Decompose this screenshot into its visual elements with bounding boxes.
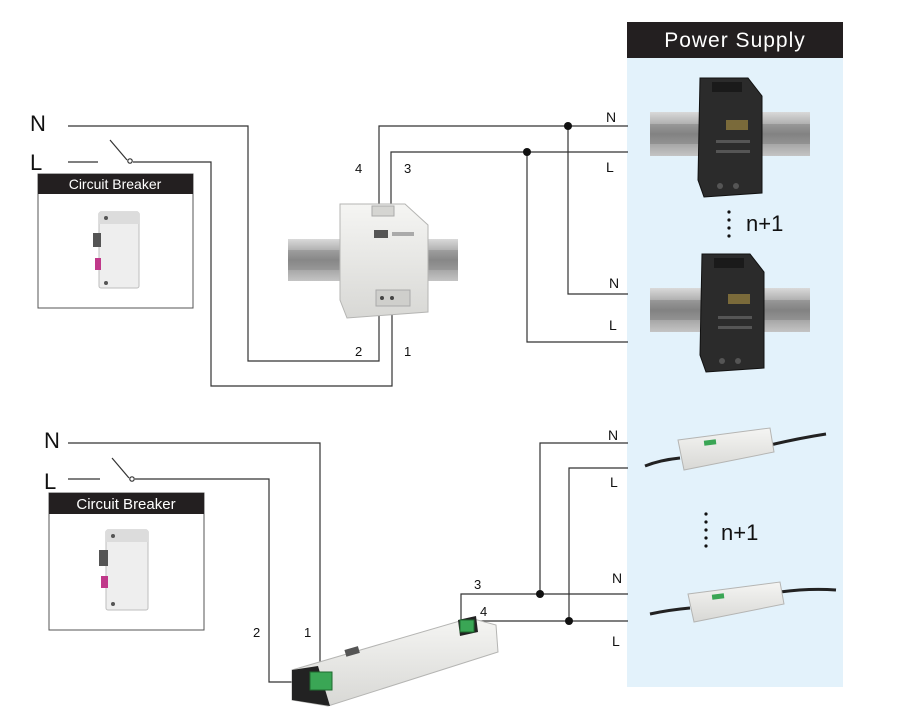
- top-junction-n: [564, 122, 572, 130]
- bottom-breaker-label: Circuit Breaker: [76, 496, 175, 513]
- top-junction-l: [523, 148, 531, 156]
- bottom-psu-2: [649, 581, 837, 623]
- top-terminal-2: 2: [355, 344, 362, 359]
- bottom-terminal-2: 2: [253, 625, 260, 640]
- top-continuation-dots: [727, 210, 731, 238]
- bottom-input-l-label: L: [44, 469, 56, 494]
- bottom-out1-n-label: N: [608, 427, 618, 443]
- top-switch: [68, 139, 133, 164]
- top-terminal-1: 1: [404, 344, 411, 359]
- bottom-terminal-4: 4: [480, 604, 487, 619]
- bottom-terminal-3: 3: [474, 577, 481, 592]
- top-breaker-header: [38, 174, 193, 194]
- bottom-wires: [68, 442, 628, 683]
- top-input-n-label: N: [30, 111, 46, 136]
- power-supply-title: Power Supply: [664, 29, 806, 52]
- bottom-breaker-device: [99, 529, 149, 611]
- bottom-out1-l-label: L: [610, 474, 618, 490]
- bottom-terminal-1: 1: [304, 625, 311, 640]
- top-out2-l-label: L: [609, 317, 617, 333]
- bottom-switch: [68, 457, 135, 482]
- top-breaker-device: [93, 211, 140, 289]
- bottom-junction-n: [536, 590, 544, 598]
- top-psu-2: [650, 253, 810, 373]
- bottom-out2-l-label: L: [612, 633, 620, 649]
- top-out1-n-label: N: [606, 109, 616, 125]
- bottom-continuation-dots: [704, 512, 708, 548]
- top-input-l-label: L: [30, 150, 42, 175]
- bottom-icl-module: [291, 616, 499, 707]
- bottom-input-n-label: N: [44, 428, 60, 453]
- bottom-psu-1: [644, 427, 827, 471]
- bottom-out2-n-label: N: [612, 570, 622, 586]
- top-psu-1: [650, 77, 810, 198]
- top-icl-module: [288, 203, 458, 319]
- top-n-plus-1: n+1: [746, 211, 783, 236]
- bottom-n-plus-1: n+1: [721, 520, 758, 545]
- bottom-junction-l: [565, 617, 573, 625]
- top-breaker-label: Circuit Breaker: [69, 176, 162, 192]
- top-terminal-4: 4: [355, 161, 362, 176]
- top-wires: [68, 125, 628, 387]
- power-supply-header: [627, 22, 843, 58]
- top-out1-l-label: L: [606, 159, 614, 175]
- top-out2-n-label: N: [609, 275, 619, 291]
- bottom-breaker-header: [49, 493, 204, 514]
- top-terminal-3: 3: [404, 161, 411, 176]
